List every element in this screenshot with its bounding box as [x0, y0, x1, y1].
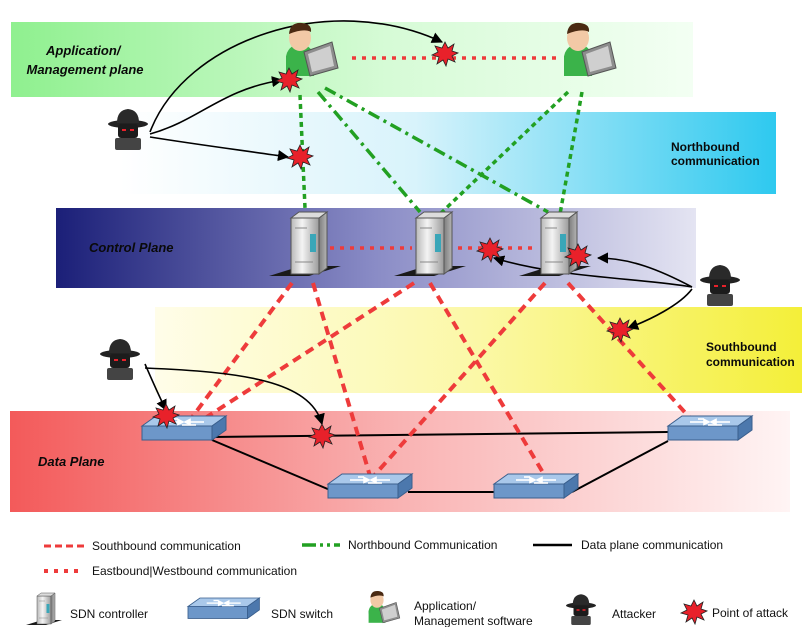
legend-switch-label: SDN switch — [271, 607, 333, 621]
southbound-band — [155, 307, 802, 393]
data-plane-links — [211, 431, 669, 493]
southbound-label: Southbound communication — [706, 340, 795, 369]
sdn-switch-4 — [493, 473, 579, 499]
attacker-2 — [699, 264, 741, 307]
northbound-label: Northbound communication — [671, 140, 760, 168]
attack-arrows — [144, 20, 693, 426]
legend-attack-label: Point of attack — [712, 606, 789, 620]
sdn-switch-2 — [667, 415, 753, 441]
legend-attacker-label: Attacker — [612, 607, 656, 621]
legend-dataplane-label: Data plane communication — [581, 538, 723, 552]
legend-app-software-icon — [368, 590, 401, 624]
legend-attack-icon — [680, 599, 708, 625]
legend-switch-icon — [187, 597, 261, 620]
sdn-switch-1 — [141, 415, 227, 441]
northbound-band — [120, 112, 776, 194]
legend-app-software-label: Application/ Management software — [414, 599, 533, 627]
control-plane-label: Control Plane — [89, 240, 174, 255]
legend-southbound-label: Southbound communication — [92, 539, 241, 553]
data-plane-label: Data Plane — [38, 454, 104, 469]
legend-controller-icon — [25, 592, 63, 626]
control-plane-band — [56, 208, 696, 288]
legend: Southbound communication Northbound Comm… — [25, 538, 789, 627]
sdn-switch-3 — [327, 473, 413, 499]
legend-northbound-label: Northbound Communication — [348, 538, 497, 552]
application-plane-label: Application/ Management plane — [26, 43, 143, 77]
attacker-3 — [99, 338, 141, 381]
legend-attacker-icon — [565, 593, 597, 626]
legend-eastwest-label: Eastbound|Westbound communication — [92, 564, 297, 578]
southbound-links — [188, 281, 692, 480]
legend-controller-label: SDN controller — [70, 607, 148, 621]
